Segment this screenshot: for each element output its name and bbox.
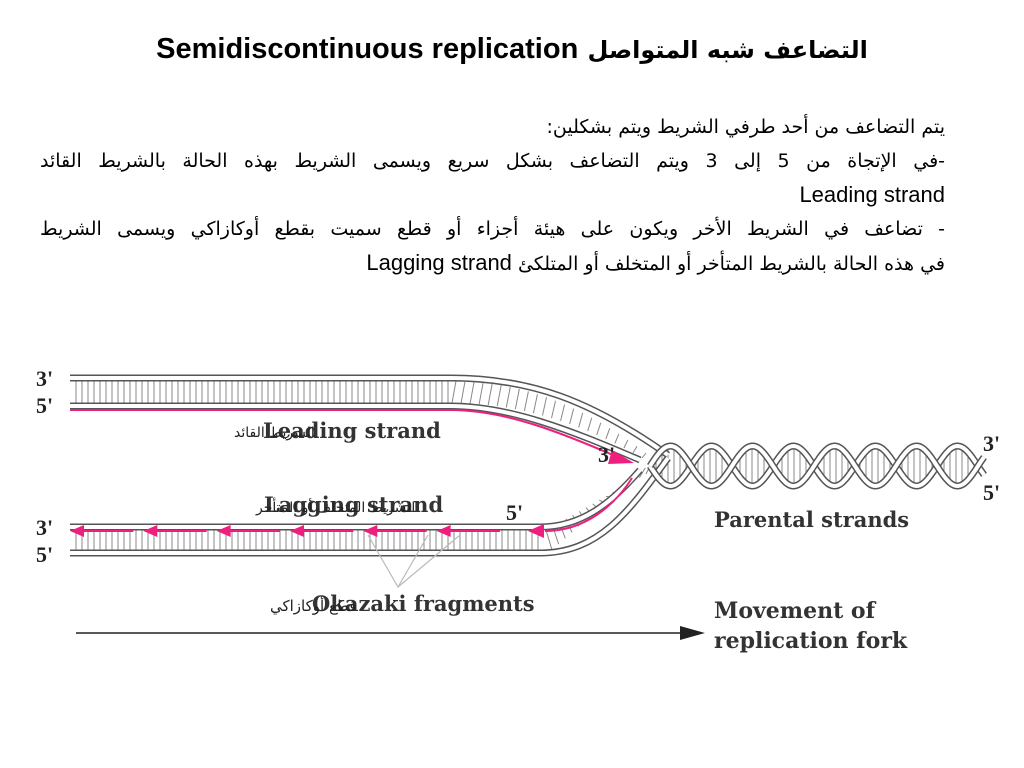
description-line-5-english: Lagging strand [366,250,512,275]
base-pair-rung [496,384,502,407]
top-left-5-prime-label: 5' [36,393,53,418]
base-pair-rung [469,381,475,404]
leading-strand-arabic-label: الشريط القائد [234,425,315,441]
okazaki-fragment-arrowhead [436,525,451,537]
leading-strand-label: Leading strand [263,418,441,443]
title-arabic: التضاعف شبه المتواصل [587,36,868,64]
base-pair-rung [560,404,566,422]
okazaki-fragment-arrowhead [70,525,84,537]
movement-label-line-2: replication fork [714,628,908,654]
okazaki-pointer-lines-2 [397,534,461,588]
base-pair-rung [514,388,520,410]
description-line-2: -في الإتجاة من 5 إلى 3 ويتم التضاعف بشكل… [40,150,946,172]
title-english: Semidiscontinuous replication [156,33,579,65]
leading-strand-arrowhead [608,450,634,464]
base-pair-rung [523,391,529,412]
bottom-left-5-prime-label: 5' [36,542,53,567]
okazaki-fragment-arrowhead [363,525,378,537]
base-pair-rung [596,422,602,436]
base-pair-rung [605,428,611,440]
okazaki-fragments-label: Okazaki fragments [312,591,535,616]
base-pair-rung [632,446,638,454]
okazaki-fragments [70,477,633,538]
base-pair-rung [638,467,646,478]
base-pair-rung [587,417,593,432]
base-pair-rung [532,394,538,414]
right-5-prime-label: 5' [983,480,1000,505]
top-duplex-base-pairs [75,380,647,459]
okazaki-fragment-arrowhead [290,525,304,537]
okazaki-pointer-lines [367,534,429,589]
parental-strand-b-core [648,443,986,489]
description-line-5-arabic: في هذه الحالة بالشريط المتأخر أو المتخلف… [517,253,945,275]
base-pair-rung [623,439,629,449]
base-pair-rung [487,383,493,406]
right-3-prime-label: 3' [983,431,1000,456]
okazaki-fragment-arrowhead [143,525,158,537]
description-line-3: Leading strand [799,182,945,207]
fork-movement-arrowhead [680,626,705,640]
description-line-5: في هذه الحالة بالشريط المتأخر أو المتخلف… [40,246,945,281]
okazaki-fragment-newest-arrowhead [528,524,544,538]
fork-3-prime-label: 3' [598,442,615,467]
okazaki-fragment-arrowhead [216,525,231,537]
top-left-3-prime-label: 3' [36,366,53,391]
okazaki-fragments-arabic-label: قطع أوكازاكي [270,596,356,616]
lagging-strand-arabic-label: الشريط المتخلف أو المتأخر [255,497,415,516]
base-pair-rung [551,400,557,419]
description-text: يتم التضاعف من أحد طرفي الشريط ويتم بشكل… [40,110,945,281]
description-line-4: - تضاعف في الشريط الأخر ويكون على هيئة أ… [40,218,945,240]
base-pair-rung [641,452,647,459]
parental-strand-a-core [648,443,986,489]
base-pair-rung [545,529,553,551]
description-line-1: يتم التضاعف من أحد طرفي الشريط ويتم بشكل… [546,116,945,138]
base-pair-rung [451,380,457,404]
bottom-left-3-prime-label: 3' [36,515,53,540]
leading-strand-pink-line [70,409,621,459]
page-title: Semidiscontinuous replication التضاعف شب… [0,28,1024,70]
base-pair-rung [460,381,466,404]
movement-label-line-1: Movement of [714,598,877,624]
lagging-strand-label: Lagging strand [264,492,443,517]
leading-strand-new-core [70,404,641,462]
base-pair-rung [614,433,620,444]
base-pair-rung [505,386,511,408]
base-pair-rung [478,382,484,405]
okazaki-fragment-newest [544,477,633,532]
base-pair-rung [578,412,584,428]
base-pair-rung [541,397,547,416]
leading-template-strand-core [70,376,670,457]
base-pair-rung [569,408,575,425]
lagging-5-prime-label: 5' [506,500,523,525]
lagging-template-strand-core [70,456,670,555]
parental-strands-label: Parental strands [714,507,909,532]
